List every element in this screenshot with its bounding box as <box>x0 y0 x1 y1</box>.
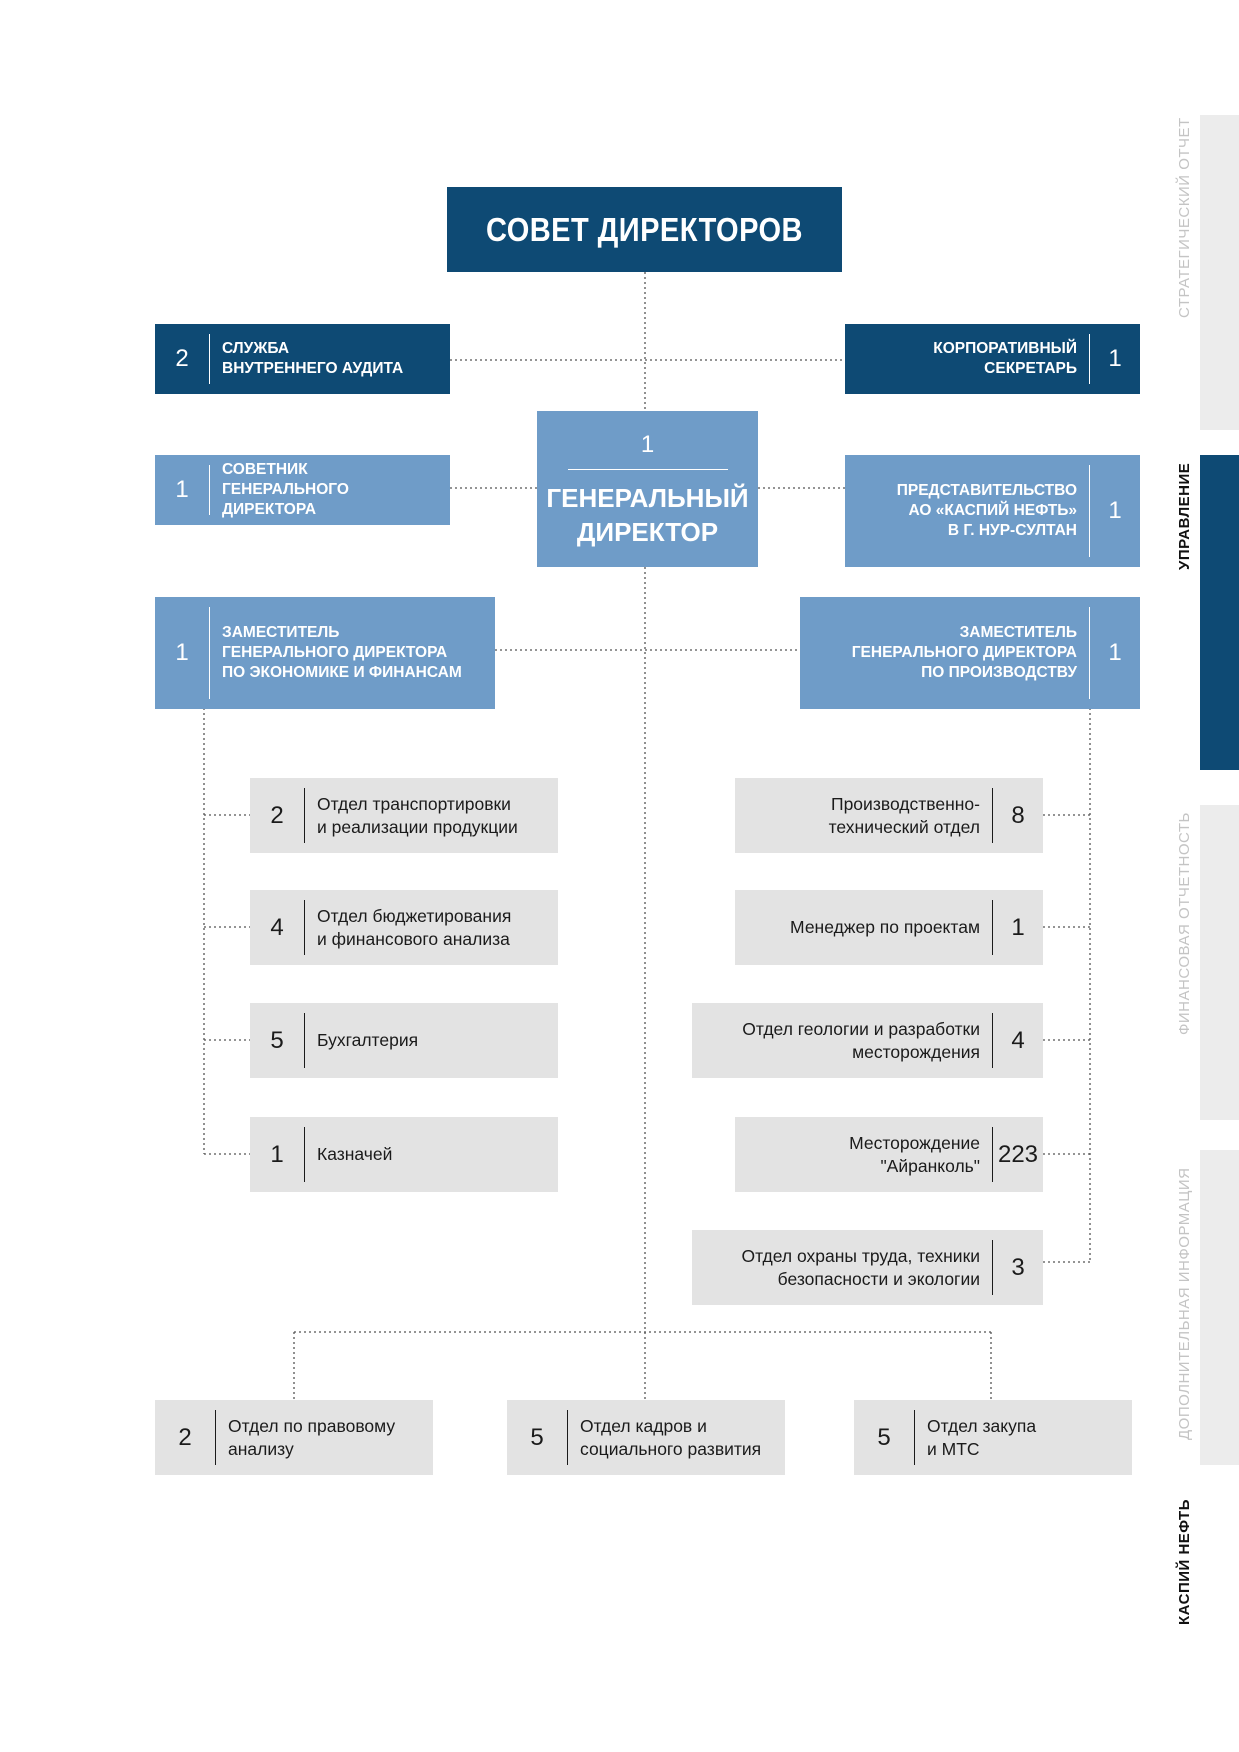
section-label-strategic: СТРАТЕГИЧЕСКИЙ ОТЧЕТ <box>1176 117 1193 318</box>
divider <box>992 900 993 955</box>
divider <box>992 1127 993 1182</box>
divider <box>992 1013 993 1068</box>
finance-dept-count: 5 <box>270 1026 284 1054</box>
general-director-label: ГЕНЕРАЛЬНЫЙ ДИРЕКТОР <box>546 483 749 547</box>
divider <box>1089 465 1090 557</box>
internal-audit-label: СЛУЖБА ВНУТРЕННЕГО АУДИТА <box>222 339 404 377</box>
general-director-box: 1 ГЕНЕРАЛЬНЫЙ ДИРЕКТОР <box>537 411 758 567</box>
finance-dept-label: Отдел транспортировки и реализации проду… <box>317 793 518 837</box>
production-dept-label: Производственно- технический отдел <box>828 793 980 837</box>
production-dept-count: 3 <box>1011 1253 1025 1281</box>
finance-dept-count: 1 <box>270 1140 284 1168</box>
bottom-dept-count: 2 <box>178 1423 192 1451</box>
section-label-additional: ДОПОЛНИТЕЛЬНАЯ ИНФОРМАЦИЯ <box>1176 1167 1193 1441</box>
board-title: СОВЕТ ДИРЕКТОРОВ <box>486 210 803 248</box>
divider <box>304 900 305 955</box>
divider <box>209 465 210 515</box>
bottom-dept-count: 5 <box>877 1423 891 1451</box>
board-of-directors-box <box>447 187 842 272</box>
company-name: КАСПИЙ НЕФТЬ <box>1176 1499 1193 1625</box>
internal-audit-count: 2 <box>175 345 189 372</box>
deputy-finance-box: 1 ЗАМЕСТИТЕЛЬ ГЕНЕРАЛЬНОГО ДИРЕКТОРА ПО … <box>155 597 495 709</box>
representative-office-count: 1 <box>1108 497 1122 524</box>
ceo-advisor-label: СОВЕТНИК ГЕНЕРАЛЬНОГО ДИРЕКТОРА <box>222 460 349 519</box>
general-director-count: 1 <box>640 431 655 458</box>
production-dept-count: 8 <box>1011 801 1025 829</box>
production-dept-box: Отдел охраны труда, техники безопасности… <box>692 1230 1043 1305</box>
representative-office-label: ПРЕДСТАВИТЕЛЬСТВО АО «КАСПИЙ НЕФТЬ» В Г.… <box>896 481 1077 540</box>
corporate-secretary-box: КОРПОРАТИВНЫЙ СЕКРЕТАРЬ 1 <box>845 324 1140 394</box>
finance-dept-label: Отдел бюджетирования и финансового анали… <box>317 905 512 949</box>
divider <box>304 788 305 843</box>
divider <box>304 1013 305 1068</box>
section-tab-additional[interactable] <box>1200 1150 1239 1465</box>
production-dept-count: 223 <box>997 1140 1039 1168</box>
production-dept-box: Производственно- технический отдел 8 <box>735 778 1043 853</box>
divider <box>304 1127 305 1182</box>
bottom-dept-count: 5 <box>530 1423 544 1451</box>
production-dept-label: Месторождение "Айранколь" <box>849 1132 980 1176</box>
bottom-dept-label: Отдел по правовому анализу <box>228 1415 396 1459</box>
divider <box>567 469 728 470</box>
section-label-financial: ФИНАНСОВАЯ ОТЧЕТНОСТЬ <box>1176 812 1193 1035</box>
section-tab-management[interactable] <box>1200 455 1239 770</box>
production-dept-count: 1 <box>1011 913 1025 941</box>
internal-audit-box: 2 СЛУЖБА ВНУТРЕННЕГО АУДИТА <box>155 324 450 394</box>
divider <box>1089 607 1090 699</box>
bottom-dept-label: Отдел кадров и социального развития <box>580 1415 762 1459</box>
finance-dept-label: Бухгалтерия <box>317 1030 419 1051</box>
production-dept-box: Месторождение "Айранколь" 223 <box>735 1117 1043 1192</box>
finance-dept-box: 5 Бухгалтерия <box>250 1003 558 1078</box>
divider <box>209 607 210 699</box>
divider <box>1089 334 1090 384</box>
ceo-advisor-count: 1 <box>175 476 189 503</box>
deputy-production-label: ЗАМЕСТИТЕЛЬ ГЕНЕРАЛЬНОГО ДИРЕКТОРА ПО ПР… <box>851 623 1077 682</box>
production-dept-label: Менеджер по проектам <box>790 917 980 938</box>
section-label-management: УПРАВЛЕНИЕ <box>1176 462 1193 570</box>
corporate-secretary-count: 1 <box>1108 345 1122 372</box>
ceo-advisor-box: 1 СОВЕТНИК ГЕНЕРАЛЬНОГО ДИРЕКТОРА <box>155 455 450 525</box>
production-dept-box: Отдел геологии и разработки месторождени… <box>692 1003 1043 1078</box>
section-tab-financial[interactable] <box>1200 805 1239 1120</box>
corporate-secretary-label: КОРПОРАТИВНЫЙ СЕКРЕТАРЬ <box>933 339 1077 377</box>
bottom-dept-box: 2 Отдел по правовому анализу <box>155 1400 433 1475</box>
deputy-finance-count: 1 <box>175 639 189 666</box>
finance-dept-box: 2 Отдел транспортировки и реализации про… <box>250 778 558 853</box>
finance-dept-count: 4 <box>270 913 284 941</box>
divider <box>567 1410 568 1465</box>
finance-dept-box: 1 Казначей <box>250 1117 558 1192</box>
finance-dept-count: 2 <box>270 801 284 829</box>
deputy-production-count: 1 <box>1108 639 1122 666</box>
representative-office-box: ПРЕДСТАВИТЕЛЬСТВО АО «КАСПИЙ НЕФТЬ» В Г.… <box>845 455 1140 567</box>
section-tab-strategic[interactable] <box>1200 115 1239 430</box>
bottom-dept-label: Отдел закупа и МТС <box>927 1415 1037 1459</box>
divider <box>215 1410 216 1465</box>
finance-dept-label: Казначей <box>317 1144 393 1165</box>
divider <box>992 788 993 843</box>
bottom-dept-box: 5 Отдел кадров и социального развития <box>507 1400 785 1475</box>
production-dept-box: Менеджер по проектам 1 <box>735 890 1043 965</box>
deputy-production-box: ЗАМЕСТИТЕЛЬ ГЕНЕРАЛЬНОГО ДИРЕКТОРА ПО ПР… <box>800 597 1140 709</box>
production-dept-count: 4 <box>1011 1026 1025 1054</box>
divider <box>914 1410 915 1465</box>
deputy-finance-label: ЗАМЕСТИТЕЛЬ ГЕНЕРАЛЬНОГО ДИРЕКТОРА ПО ЭК… <box>222 623 462 682</box>
production-dept-label: Отдел охраны труда, техники безопасности… <box>741 1245 980 1289</box>
finance-dept-box: 4 Отдел бюджетирования и финансового ана… <box>250 890 558 965</box>
bottom-dept-box: 5 Отдел закупа и МТС <box>854 1400 1132 1475</box>
production-dept-label: Отдел геологии и разработки месторождени… <box>742 1018 980 1062</box>
divider <box>992 1240 993 1295</box>
divider <box>209 334 210 384</box>
